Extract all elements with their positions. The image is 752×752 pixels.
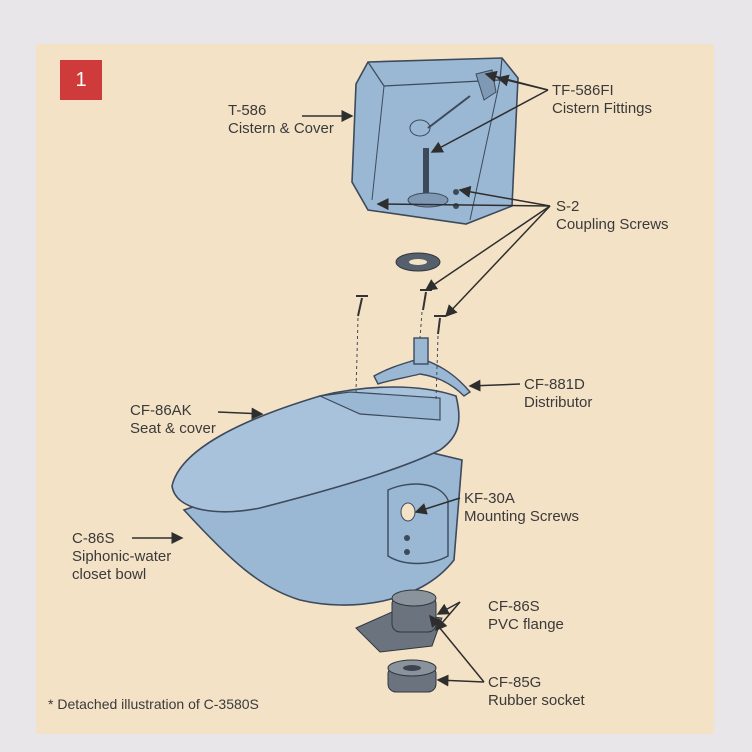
part-code: CF-881D [524,376,585,393]
part-code: S-2 [556,198,580,215]
part-desc: Cistern & Cover [228,120,334,137]
part-desc: Rubber socket [488,692,585,709]
part-desc: Mounting Screws [464,508,580,525]
part-desc: Seat & cover [130,420,216,437]
part-desc-2: closet bowl [72,566,147,583]
figure-number-badge: 1 [60,60,102,100]
toilet-bowl-illustration [171,386,463,606]
leader-lines [132,70,551,687]
pvc-flange-illustration [355,589,443,653]
label-cf85g: CF-85G Rubber socket [488,674,585,710]
part-desc: PVC flange [488,616,564,633]
part-code: C-86S [72,530,115,547]
label-cf86ak: CF-86AK Seat & cover [130,402,216,438]
part-desc: Cistern Fittings [552,100,653,117]
part-code: CF-86AK [130,402,192,419]
footnote: * Detached illustration of C-3580S [48,696,259,712]
cistern-illustration [351,57,519,225]
label-cf881d: CF-881D Distributor [524,376,592,412]
part-code: CF-86S [488,598,540,615]
label-c86s: C-86S Siphonic-water closet bowl [72,530,171,584]
part-code: CF-85G [488,674,542,691]
part-desc: Distributor [524,394,593,411]
label-cf86s: CF-86S PVC flange [488,598,564,634]
part-code: KF-30A [464,490,515,507]
label-kf30a: KF-30A Mounting Screws [464,490,579,526]
part-code: T-586 [228,102,267,119]
distributor-illustration [373,337,472,397]
part-code: TF-586FI [552,82,614,99]
rubber-socket-illustration [387,659,437,693]
dashed-assembly-lines [355,311,439,401]
part-desc: Coupling Screws [556,216,669,233]
label-s2: S-2 Coupling Screws [556,198,669,234]
label-t586: T-586 Cistern & Cover [228,102,334,138]
part-desc: Siphonic-water [72,548,172,565]
label-tf586fi: TF-586FI Cistern Fittings [552,82,652,118]
